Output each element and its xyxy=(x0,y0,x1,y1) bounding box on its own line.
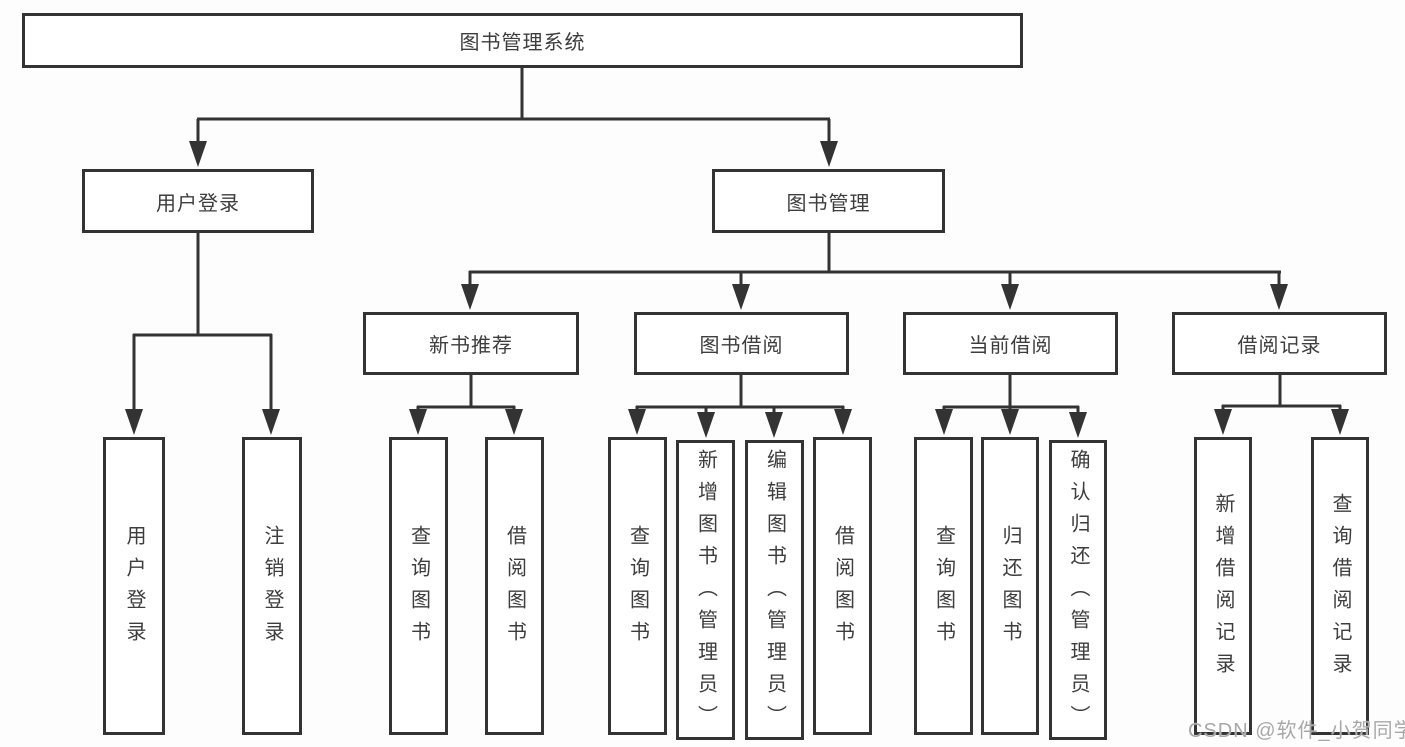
connector-user-login-branch xyxy=(132,232,273,413)
arrow-down-icon xyxy=(505,409,523,435)
leaf-query-books-recommend-label: 查询图书 xyxy=(407,525,430,653)
node-book-borrow-label: 图书借阅 xyxy=(699,335,784,357)
leaf-user-login: 用户登录 xyxy=(103,437,165,735)
arrow-down-icon xyxy=(697,412,715,438)
leaf-edit-book-admin: 编辑图书（管理员） xyxy=(745,440,804,740)
node-borrow-records-label: 借阅记录 xyxy=(1237,335,1322,357)
leaf-borrow-books-recommend: 借阅图书 xyxy=(485,437,544,735)
node-book-management: 图书管理 xyxy=(712,169,945,233)
node-current-borrow-label: 当前借阅 xyxy=(968,335,1053,357)
arrow-down-icon xyxy=(834,409,852,435)
leaf-add-borrow-record-label: 新增借阅记录 xyxy=(1212,493,1234,685)
leaf-query-borrow-record: 查询借阅记录 xyxy=(1311,437,1369,735)
arrow-down-icon xyxy=(461,284,479,310)
node-new-book-recommend-label: 新书推荐 xyxy=(429,335,513,357)
connector-book-mgmt-branch xyxy=(468,232,1281,288)
leaf-add-book-admin-label: 新增图书（管理员） xyxy=(694,449,717,737)
arrow-down-icon xyxy=(935,409,953,435)
connector-segments xyxy=(132,66,1342,416)
leaf-query-books-current: 查询图书 xyxy=(914,437,973,735)
leaf-query-books-current-label: 查询图书 xyxy=(932,525,955,653)
leaf-confirm-return-admin: 确认归还（管理员） xyxy=(1049,440,1107,740)
leaf-add-borrow-record: 新增借阅记录 xyxy=(1194,437,1252,735)
arrow-down-icon xyxy=(409,409,427,435)
node-library-system: 图书管理系统 xyxy=(22,13,1023,68)
arrow-down-icon xyxy=(1069,412,1087,438)
arrowheads xyxy=(125,141,1349,438)
arrow-down-icon xyxy=(189,141,207,167)
arrow-down-icon xyxy=(820,141,838,167)
leaf-query-borrow-record-label: 查询借阅记录 xyxy=(1329,493,1351,685)
arrow-down-icon xyxy=(765,412,783,438)
arrow-down-icon xyxy=(1001,284,1019,310)
leaf-logout: 注销登录 xyxy=(242,437,302,735)
node-book-borrow: 图书借阅 xyxy=(634,312,849,375)
leaf-logout-label: 注销登录 xyxy=(261,525,283,653)
node-borrow-records: 借阅记录 xyxy=(1172,312,1387,375)
arrow-down-icon xyxy=(262,409,280,435)
arrow-down-icon xyxy=(1214,409,1232,435)
leaf-query-books-borrow: 查询图书 xyxy=(608,437,667,735)
leaf-query-books-recommend: 查询图书 xyxy=(389,437,448,735)
node-library-system-label: 图书管理系统 xyxy=(459,32,586,54)
csdn-watermark: CSDN @软件_小贺同学 xyxy=(1188,720,1405,742)
leaf-user-login-label: 用户登录 xyxy=(123,525,145,653)
leaf-add-book-admin: 新增图书（管理员） xyxy=(676,440,735,740)
connector-new-rec-branch xyxy=(416,374,516,413)
node-book-management-label: 图书管理 xyxy=(786,192,871,215)
arrow-down-icon xyxy=(1270,284,1288,310)
leaf-query-books-borrow-label: 查询图书 xyxy=(626,525,649,653)
leaf-return-book-label: 归还图书 xyxy=(999,525,1021,653)
leaf-borrow-books: 借阅图书 xyxy=(813,437,872,735)
leaf-confirm-return-admin-label: 确认归还（管理员） xyxy=(1067,449,1089,737)
arrow-down-icon xyxy=(125,409,143,435)
node-user-login: 用户登录 xyxy=(82,169,314,233)
node-user-login-label: 用户登录 xyxy=(156,192,240,215)
arrow-down-icon xyxy=(628,409,646,435)
leaf-return-book: 归还图书 xyxy=(981,437,1039,735)
connector-book-borrow-branch xyxy=(635,374,845,416)
node-current-borrow: 当前借阅 xyxy=(903,312,1118,375)
arrow-down-icon xyxy=(1331,409,1349,435)
connector-borrow-records-branch xyxy=(1221,374,1342,413)
connector-root-trunk xyxy=(196,66,831,145)
arrow-down-icon xyxy=(732,284,750,310)
leaf-borrow-books-label: 借阅图书 xyxy=(831,525,854,653)
arrow-down-icon xyxy=(1001,409,1019,435)
node-new-book-recommend: 新书推荐 xyxy=(363,312,579,375)
leaf-edit-book-admin-label: 编辑图书（管理员） xyxy=(763,449,786,737)
leaf-borrow-books-recommend-label: 借阅图书 xyxy=(503,525,526,653)
